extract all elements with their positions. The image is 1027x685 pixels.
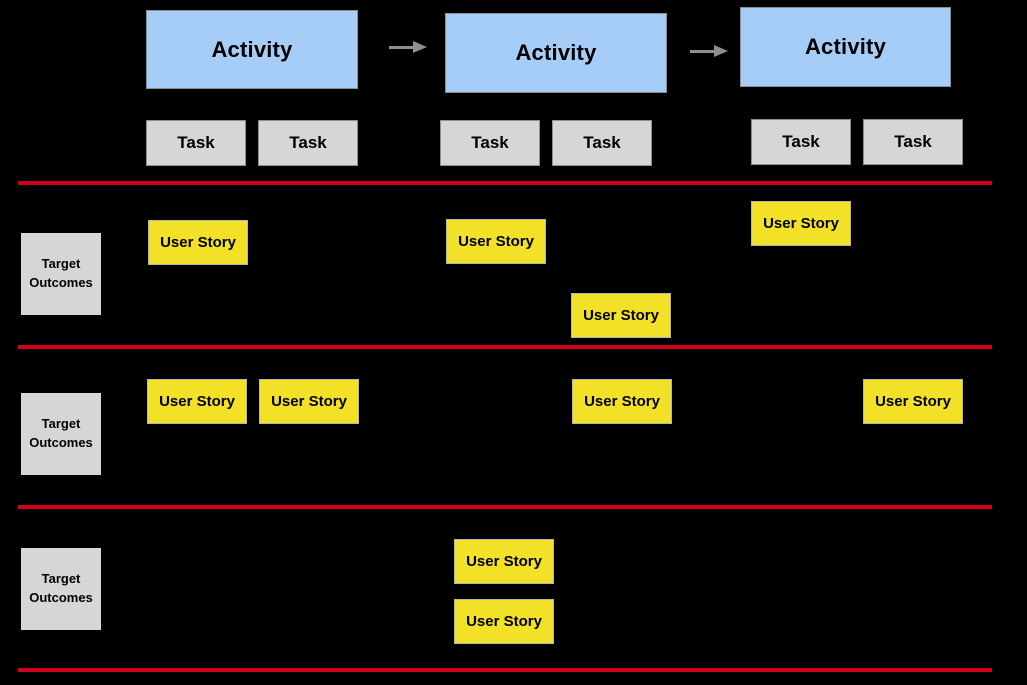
divider-line-3 (18, 505, 992, 509)
arrow-shaft (690, 49, 714, 53)
user-story-card: User Story (863, 379, 963, 424)
user-story-card: User Story (148, 220, 248, 265)
user-story-card: User Story (147, 379, 247, 424)
arrow-shaft (389, 45, 413, 49)
user-story-card: User Story (446, 219, 546, 264)
user-story-card: User Story (572, 379, 672, 424)
user-story-card: User Story (571, 293, 671, 338)
user-story-card: User Story (454, 599, 554, 644)
task-box-4: Task (552, 120, 652, 166)
task-box-5: Task (751, 119, 851, 165)
task-box-6: Task (863, 119, 963, 165)
divider-line-2 (18, 345, 992, 349)
target-outcomes-label-3: Target Outcomes (21, 548, 101, 630)
divider-line-4 (18, 668, 992, 672)
user-story-card: User Story (751, 201, 851, 246)
activity-box-2: Activity (445, 13, 667, 93)
right-arrow-icon (389, 40, 427, 54)
task-box-3: Task (440, 120, 540, 166)
activity-box-3: Activity (740, 7, 951, 87)
activity-box-1: Activity (146, 10, 358, 89)
target-outcomes-label-1: Target Outcomes (21, 233, 101, 315)
arrow-head (714, 45, 728, 57)
task-box-2: Task (258, 120, 358, 166)
arrow-head (413, 41, 427, 53)
divider-line-1 (18, 181, 992, 185)
user-story-card: User Story (454, 539, 554, 584)
task-box-1: Task (146, 120, 246, 166)
right-arrow-icon (690, 44, 728, 58)
user-story-card: User Story (259, 379, 359, 424)
target-outcomes-label-2: Target Outcomes (21, 393, 101, 475)
